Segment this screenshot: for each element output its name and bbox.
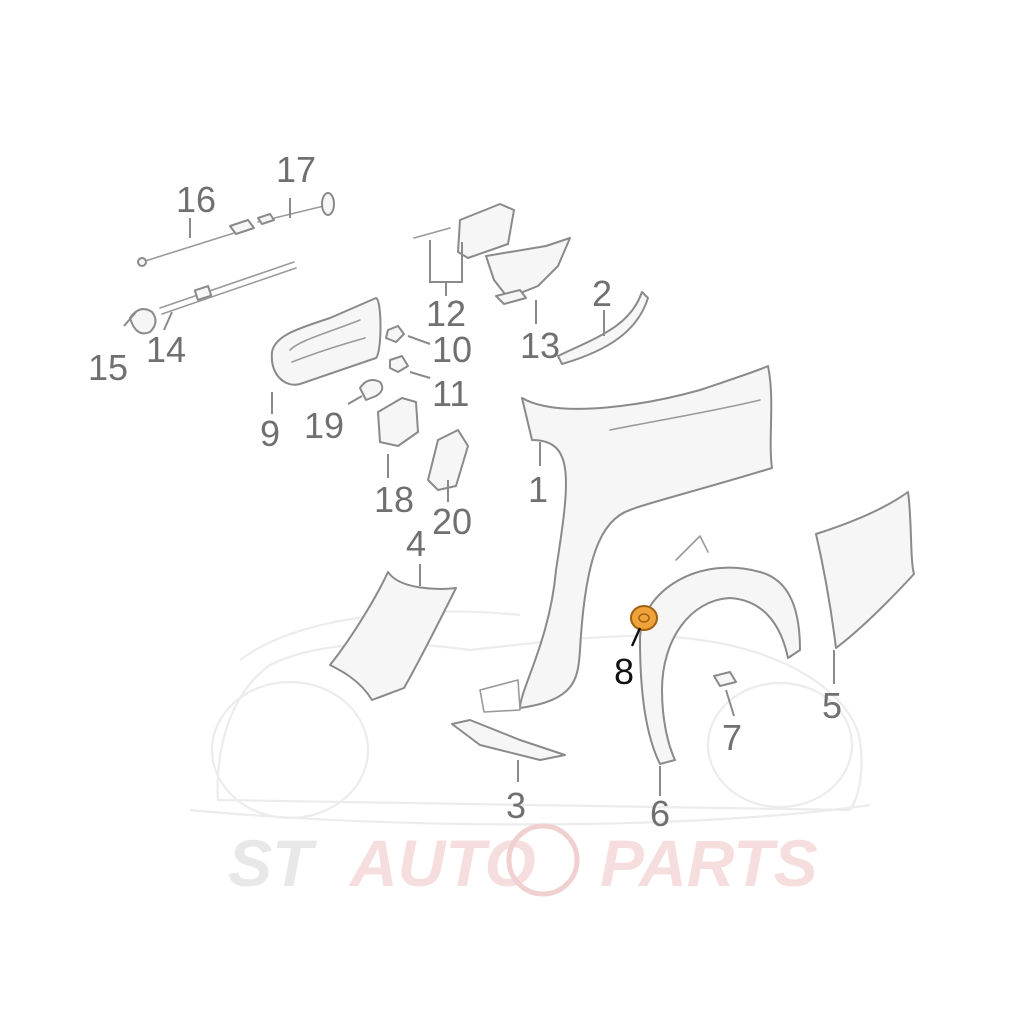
callout-10: 10	[432, 329, 472, 370]
leader-lines	[123, 198, 835, 796]
part-5-door-panel	[815, 491, 915, 649]
callout-11: 11	[432, 373, 469, 414]
callout-14: 14	[146, 329, 186, 370]
callout-19: 19	[304, 405, 344, 446]
callout-2: 2	[592, 273, 612, 314]
part-9-housing	[270, 297, 382, 386]
part-14-cable	[159, 261, 297, 315]
part-18-bracket	[377, 397, 419, 447]
watermark-auto: AUTO	[348, 826, 536, 900]
part-16-release-cable	[137, 219, 255, 267]
part-3-reinforcement	[451, 719, 566, 761]
callout-4: 4	[406, 523, 426, 564]
part-7-screw	[713, 671, 737, 687]
part-4-pillar-panel	[329, 571, 457, 701]
part-19-spring	[359, 379, 384, 401]
part-12-fuel-door	[413, 203, 515, 259]
callout-7: 7	[722, 717, 742, 758]
callout-labels: 1 2 3 4 5 6 7 8 9 10 11 12 13 14 15 16 1…	[88, 149, 842, 834]
part-15-clip	[129, 308, 157, 335]
part-17-release-handle	[257, 192, 335, 225]
callout-16: 16	[176, 179, 216, 220]
callout-6: 6	[650, 793, 670, 834]
callout-9: 9	[260, 413, 280, 454]
watermark: ST AUTO PARTS	[228, 823, 818, 900]
callout-1: 1	[528, 469, 548, 510]
part-11-clip	[389, 355, 409, 373]
part-6-wheel-liner	[639, 535, 801, 765]
callout-15: 15	[88, 347, 128, 388]
callout-5: 5	[822, 685, 842, 726]
callout-12: 12	[426, 293, 466, 334]
callout-8: 8	[614, 651, 634, 692]
part-1-quarter-panel	[479, 365, 773, 713]
watermark-st: ST	[228, 826, 317, 900]
watermark-parts: PARTS	[600, 826, 818, 900]
callout-18: 18	[374, 479, 414, 520]
part-20-bracket	[427, 429, 469, 491]
callout-3: 3	[506, 785, 526, 826]
ghost-car-outline	[189, 610, 871, 826]
part-10-bumper	[385, 325, 405, 343]
part-2-seal-strip	[557, 291, 649, 365]
callout-17: 17	[276, 149, 316, 190]
callout-20: 20	[432, 501, 472, 542]
part-13-cover	[485, 237, 571, 305]
part-8-clip-highlighted	[630, 605, 658, 631]
watermark-disc-icon	[506, 823, 580, 897]
callout-13: 13	[520, 325, 560, 366]
